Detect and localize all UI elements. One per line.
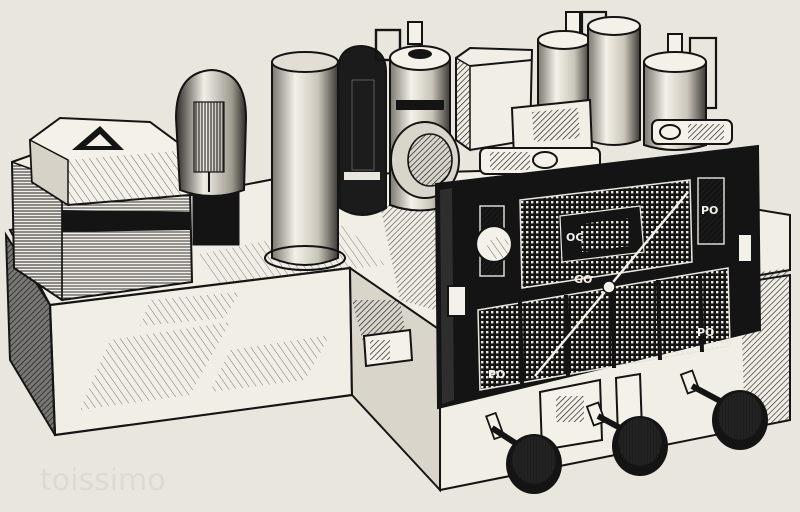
tuning-capacitor — [510, 98, 594, 160]
control-knob-left — [485, 411, 562, 494]
rectifier-valve — [336, 44, 387, 216]
dial-panel: PO OC GO PO PO — [434, 144, 762, 410]
dial-label-po-top-right: PO — [701, 204, 718, 217]
output-valve — [174, 68, 248, 246]
loudspeaker-socket — [390, 121, 460, 199]
control-knob-right — [679, 369, 768, 450]
power-transformer — [10, 116, 194, 302]
dial-lower-scale — [477, 267, 731, 391]
dial-bracket — [538, 372, 644, 452]
watermark: toissimo — [40, 463, 166, 498]
chassis-reflections — [80, 292, 330, 410]
dial-label-go: GO — [574, 273, 592, 286]
dial-lamp-holder-right — [651, 119, 733, 145]
shield-can-left — [264, 51, 346, 271]
side-bracket — [362, 328, 414, 368]
dial-label-oc: OC — [566, 231, 583, 244]
control-knob-center — [585, 401, 668, 476]
shield-can-right-b — [587, 16, 641, 146]
dial-label-po-bottom-left: PO — [488, 368, 505, 381]
dial-label-po-bottom-right: PO — [697, 326, 714, 339]
